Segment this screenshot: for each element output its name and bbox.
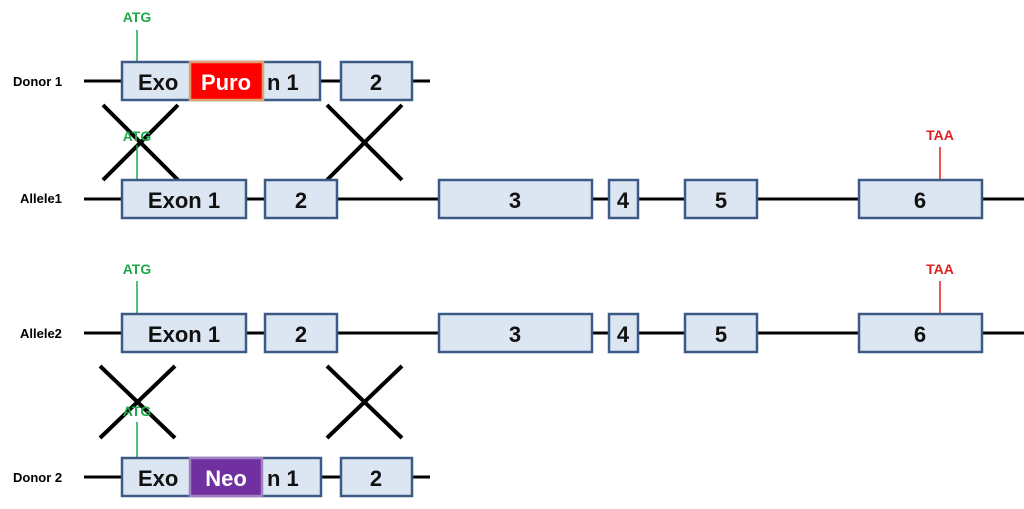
allele2-exon3-label: 3 [509, 322, 521, 347]
allele2-exon2-box [263, 312, 339, 354]
crossover-bottom [98, 364, 404, 440]
crossover-2b [325, 103, 404, 182]
allele1-exon1-label: Exon 1 [148, 188, 220, 213]
allele1-exon6-box [857, 178, 984, 220]
allele2-exon5-label: 5 [715, 322, 727, 347]
allele1-exon5-label: 5 [715, 188, 727, 213]
allele2-exon3-box [437, 312, 594, 354]
crossover-top [101, 103, 404, 182]
allele2-label: Allele2 [20, 326, 62, 341]
allele1-exon2-box [263, 178, 339, 220]
donor2-exon1-right-text: n 1 [267, 466, 299, 491]
allele2-exon4-label: 4 [617, 322, 630, 347]
allele2-taa-label: TAA [926, 261, 954, 277]
allele1-exon1-box [120, 178, 248, 220]
allele2-row: Allele2 ATG TAA Exon 1 2 3 4 5 6 [20, 261, 1024, 354]
donor1-exon1-left-text: Exo [138, 70, 178, 95]
puro-label: Puro [201, 70, 251, 95]
crossover-4b [325, 364, 404, 440]
allele2-exon4-box [607, 312, 640, 354]
donor1-label: Donor 1 [13, 74, 62, 89]
allele1-exon5-box [683, 178, 759, 220]
donor2-exon2-box [339, 456, 414, 498]
donor2-atg-label: ATG [123, 403, 152, 419]
donor2-exon1-left-text: Exo [138, 466, 178, 491]
donor2-label: Donor 2 [13, 470, 62, 485]
allele2-exon6-label: 6 [914, 322, 926, 347]
donor1-exon1-right-text: n 1 [267, 70, 299, 95]
allele1-exon4-box [607, 178, 640, 220]
allele1-row: Allele1 ATG TAA Exon 1 2 3 4 5 6 [20, 127, 1024, 220]
puro-cassette [188, 60, 265, 102]
crossover-1b [101, 103, 180, 182]
crossover-3b [98, 364, 177, 440]
allele2-exon1-label: Exon 1 [148, 322, 220, 347]
allele1-label: Allele1 [20, 191, 62, 206]
allele1-exon3-label: 3 [509, 188, 521, 213]
allele2-exon2-label: 2 [295, 322, 307, 347]
donor2-row: Donor 2 ATG Exo n 1 Neo 2 [13, 403, 430, 498]
allele2-exon6-box [857, 312, 984, 354]
allele1-exon6-label: 6 [914, 188, 926, 213]
allele2-exon5-box [683, 312, 759, 354]
allele1-atg-label: ATG [123, 128, 152, 144]
allele1-taa-label: TAA [926, 127, 954, 143]
allele2-exon1-box [120, 312, 248, 354]
donor1-atg-label: ATG [123, 9, 152, 25]
donor1-row: Donor 1 ATG Exo n 1 Puro 2 [13, 9, 430, 102]
donor1-exon2-label: 2 [370, 70, 382, 95]
allele1-exon2-label: 2 [295, 188, 307, 213]
allele1-exon3-box [437, 178, 594, 220]
neo-cassette [188, 456, 264, 498]
allele2-atg-label: ATG [123, 261, 152, 277]
donor2-exon2-label: 2 [370, 466, 382, 491]
neo-label: Neo [205, 466, 247, 491]
allele1-exon4-label: 4 [617, 188, 630, 213]
donor1-exon2-box [339, 60, 414, 102]
